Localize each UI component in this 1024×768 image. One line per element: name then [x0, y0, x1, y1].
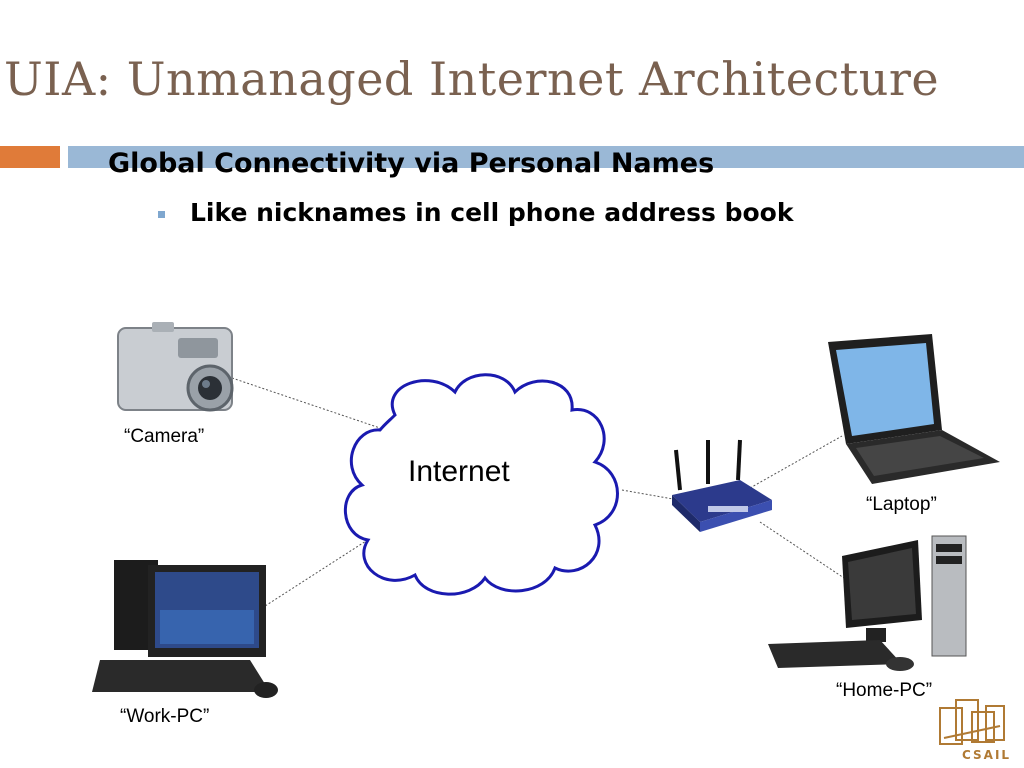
internet-cloud: [344, 373, 619, 596]
work-pc-label: “Work-PC”: [120, 706, 210, 727]
work-pc-icon: [92, 560, 278, 698]
laptop-icon: [828, 334, 1000, 484]
accent-bar-orange: [0, 146, 60, 168]
line-camera-internet: [231, 377, 381, 429]
line-router-laptop: [749, 435, 843, 489]
bullet-text: Like nicknames in cell phone address boo…: [190, 198, 794, 227]
camera-icon: [117, 322, 234, 412]
slide-subtitle: Global Connectivity via Personal Names: [108, 148, 715, 179]
internet-label: Internet: [408, 455, 510, 488]
bullet-square-icon: [158, 211, 165, 218]
home-pc-label: “Home-PC”: [836, 680, 933, 701]
accent-bar-blue: [68, 146, 1024, 168]
router-icon: [672, 439, 772, 532]
camera-label: “Camera”: [124, 426, 205, 447]
slide-title: UIA: Unmanaged Internet Architecture: [4, 52, 940, 106]
csail-logo-text: CSAIL: [962, 748, 1012, 762]
laptop-label: “Laptop”: [866, 494, 937, 515]
line-router-homepc: [759, 521, 845, 579]
line-workpc-internet: [261, 531, 381, 609]
csail-logo-icon: [939, 699, 1005, 745]
home-pc-icon: [768, 535, 967, 671]
